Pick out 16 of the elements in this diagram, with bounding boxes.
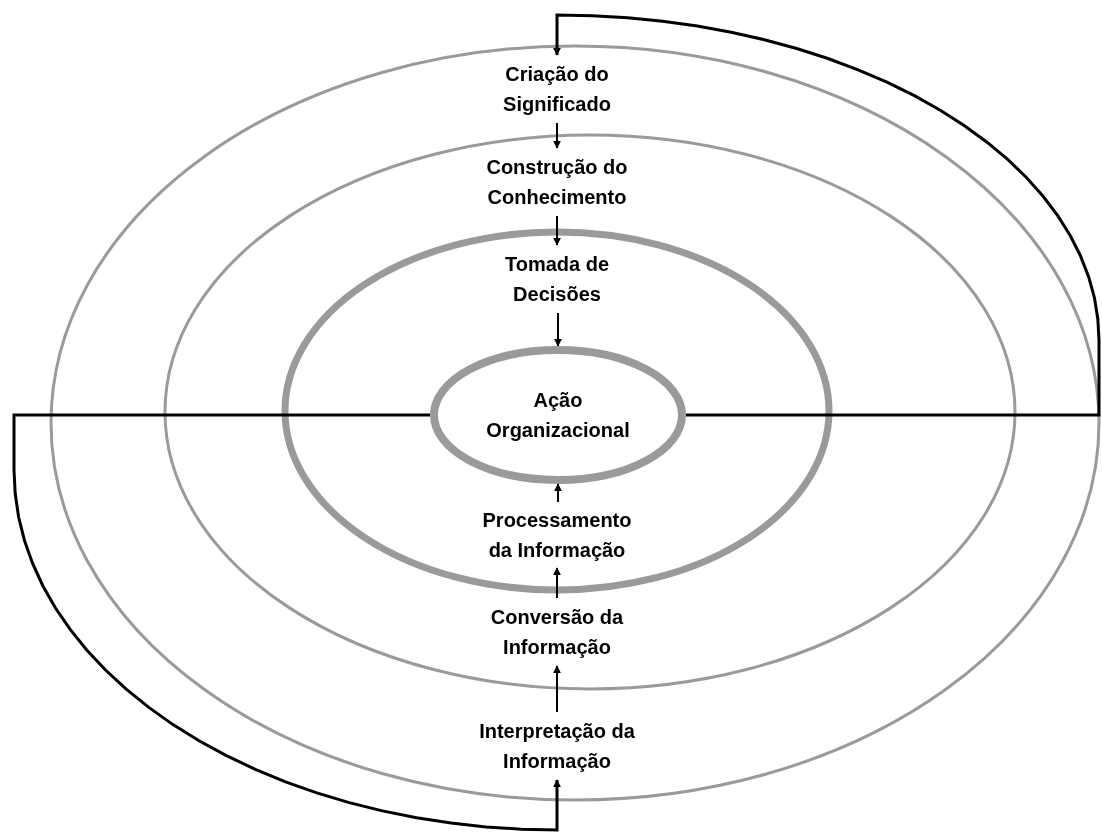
stage-label: Criação do Significado	[462, 55, 652, 123]
stage-label: Interpretação da Informação	[462, 712, 652, 780]
arrow	[554, 483, 562, 503]
stage-label: Processamento da Informação	[462, 502, 652, 568]
arrow	[554, 312, 562, 347]
arrow	[553, 567, 561, 599]
arrow	[553, 122, 561, 149]
arrow	[12, 413, 561, 832]
arrow	[553, 215, 561, 246]
arrow	[553, 13, 1101, 417]
ellipse-node	[430, 346, 686, 484]
stage-label: Conversão da Informação	[462, 598, 652, 666]
stage-label: Construção do Conhecimento	[462, 148, 652, 216]
arrow	[553, 665, 561, 713]
stage-label: Tomada de Decisões	[462, 245, 652, 313]
node-label: Ação Organizacional	[485, 388, 631, 443]
